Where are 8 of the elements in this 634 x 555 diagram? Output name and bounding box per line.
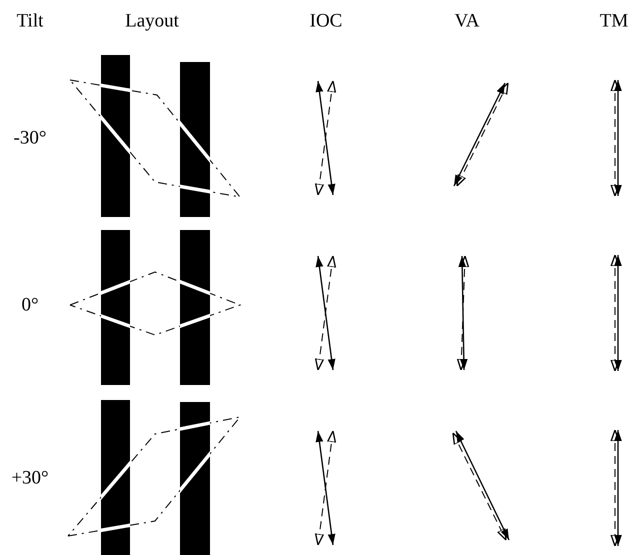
column-heading: IOC — [310, 12, 342, 30]
row-label: 0° — [21, 296, 39, 314]
row-label: +30° — [11, 468, 49, 488]
column-heading: Tilt — [16, 12, 44, 30]
column-heading: VA — [454, 12, 480, 30]
column-heading: Layout — [125, 12, 179, 30]
row-label: -30° — [14, 128, 46, 148]
column-heading: TM — [600, 12, 628, 30]
